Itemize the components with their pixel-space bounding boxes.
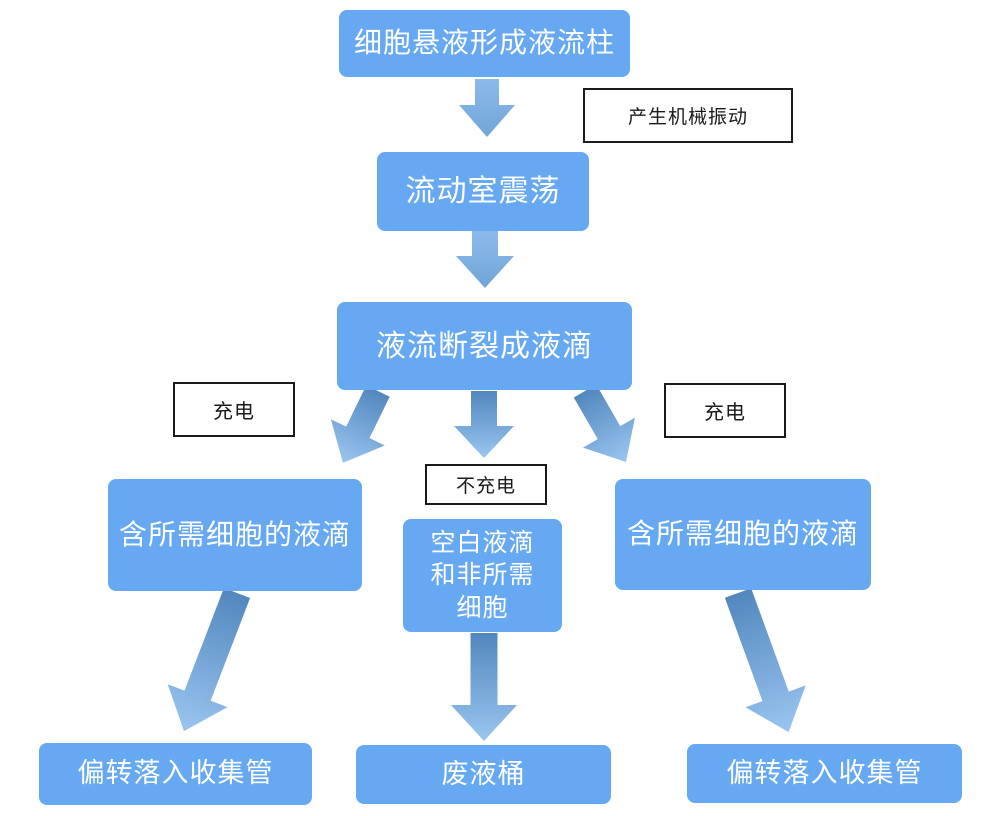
annotation-text: 充电 xyxy=(213,401,255,423)
node-right-droplet: 含所需细胞的液滴 xyxy=(615,479,871,590)
annotation-no-charge: 不充电 xyxy=(425,464,547,505)
node-label: 偏转落入收集管 xyxy=(726,757,923,788)
node-label: 含所需细胞的液滴 xyxy=(118,518,351,550)
right-to-collect-arrow xyxy=(724,588,806,733)
node-label: 含所需细胞的液滴 xyxy=(626,518,859,550)
node-label: 废液桶 xyxy=(441,758,526,789)
node-blank-droplet: 空白液滴和非所需细胞 xyxy=(403,519,562,632)
node-waste-bucket: 废液桶 xyxy=(356,745,611,804)
breakup-to-right-arrow xyxy=(573,384,635,463)
chamber-to-breakup-arrow xyxy=(456,231,514,288)
blank-to-waste-arrow xyxy=(451,633,517,741)
left-to-collect-arrow xyxy=(167,587,251,732)
annotation-charge-right: 充电 xyxy=(664,383,786,438)
annotation-text: 充电 xyxy=(704,402,746,424)
node-cell-suspension: 细胞悬液形成液流柱 xyxy=(339,10,630,77)
annotation-mechanical-vibration: 产生机械振动 xyxy=(583,88,793,143)
breakup-to-left-arrow xyxy=(330,385,390,463)
node-stream-breakup: 液流断裂成液滴 xyxy=(337,302,632,390)
node-left-collect-tube: 偏转落入收集管 xyxy=(39,743,312,805)
node-label-line: 和非所需 xyxy=(430,561,535,590)
node-label-line: 细胞 xyxy=(456,593,509,622)
node-right-collect-tube: 偏转落入收集管 xyxy=(687,744,962,803)
annotation-text: 不充电 xyxy=(455,476,516,497)
node-label: 偏转落入收集管 xyxy=(77,758,274,789)
node-flow-chamber: 流动室震荡 xyxy=(377,152,589,231)
node-label: 液流断裂成液滴 xyxy=(376,329,593,363)
annotation-charge-left: 充电 xyxy=(173,382,295,437)
node-label: 流动室震荡 xyxy=(405,175,561,208)
annotation-text: 产生机械振动 xyxy=(627,107,748,128)
breakup-to-middle-arrow xyxy=(454,391,514,458)
suspension-to-chamber-arrow xyxy=(459,79,515,137)
node-left-droplet: 含所需细胞的液滴 xyxy=(108,479,362,591)
node-label-line: 空白液滴 xyxy=(430,528,535,557)
node-label: 细胞悬液形成液流柱 xyxy=(353,27,615,59)
